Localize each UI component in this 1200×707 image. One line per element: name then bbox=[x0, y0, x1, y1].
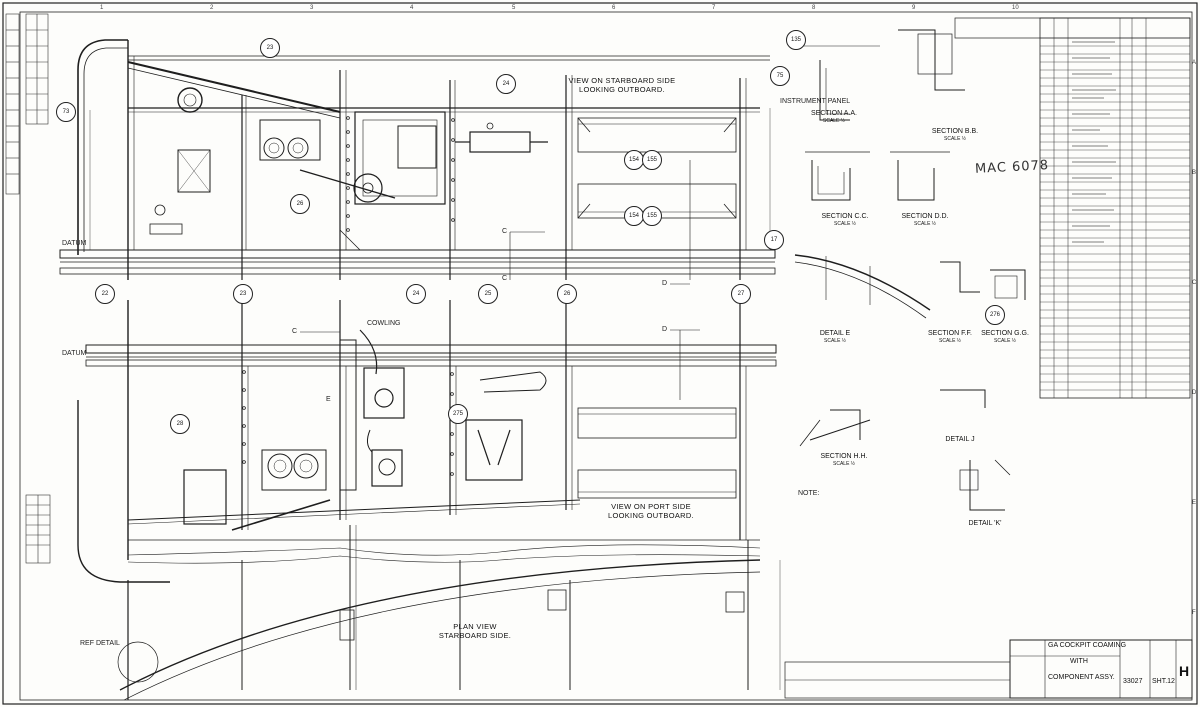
title-block-frame bbox=[784, 639, 1193, 699]
grid-side-b: B bbox=[1192, 170, 1197, 176]
section-aa-scale: SCALE ½ bbox=[823, 118, 845, 124]
section-cut-e: E bbox=[326, 396, 331, 403]
section-dd-title: SECTION D.D. bbox=[901, 213, 949, 220]
grid-side-a: A bbox=[1192, 60, 1197, 66]
item-bubble: 155 bbox=[642, 206, 662, 226]
parts-list-table bbox=[954, 17, 1191, 399]
port-elevation-view bbox=[85, 300, 777, 560]
section-gg-label: SECTION G.G. SCALE ½ bbox=[975, 330, 1035, 344]
grid-side-f: F bbox=[1192, 610, 1196, 616]
detail-e-scale: SCALE ½ bbox=[824, 338, 846, 344]
section-cc-title: SECTION C.C. bbox=[821, 213, 869, 220]
section-cut-c-port: C bbox=[292, 328, 298, 335]
item-bubble: 154 bbox=[624, 150, 644, 170]
frame-bubble-27: 27 bbox=[731, 284, 751, 304]
section-bb-title: SECTION B.B. bbox=[931, 128, 979, 135]
grid-top-6: 6 bbox=[612, 5, 616, 11]
section-ff-scale: SCALE ½ bbox=[939, 338, 961, 344]
title-line-1: GA COCKPIT COAMING bbox=[1048, 642, 1127, 649]
grid-side-d: D bbox=[1192, 390, 1197, 396]
item-bubble: 155 bbox=[642, 150, 662, 170]
item-bubble: 73 bbox=[56, 102, 76, 122]
item-bubble: 276 bbox=[985, 305, 1005, 325]
ref-detail-label: REF DETAIL bbox=[80, 640, 120, 647]
item-bubble: 24 bbox=[496, 74, 516, 94]
left-revision-strip bbox=[5, 13, 51, 564]
notes-label: NOTE: bbox=[798, 490, 820, 497]
detail-e-title: DETAIL E bbox=[819, 330, 851, 337]
frame-bubble-22: 22 bbox=[95, 284, 115, 304]
section-bb-scale: SCALE ½ bbox=[944, 136, 966, 142]
item-bubble: 275 bbox=[448, 404, 468, 424]
section-cut-c-upper: C bbox=[502, 228, 508, 235]
detail-j-title: DETAIL J bbox=[945, 436, 975, 443]
section-hh-scale: SCALE ½ bbox=[833, 461, 855, 467]
section-dd-scale: SCALE ½ bbox=[914, 221, 936, 227]
detail-e-label: DETAIL E SCALE ½ bbox=[810, 330, 860, 344]
grid-top-7: 7 bbox=[712, 5, 716, 11]
grid-top-9: 9 bbox=[912, 5, 916, 11]
grid-top-1: 1 bbox=[100, 5, 104, 11]
item-bubble: 154 bbox=[624, 206, 644, 226]
section-aa-title: SECTION A.A. bbox=[811, 110, 857, 117]
section-gg-scale: SCALE ½ bbox=[994, 338, 1016, 344]
section-details bbox=[794, 29, 1026, 511]
plan-view bbox=[77, 400, 781, 701]
section-hh-title: SECTION H.H. bbox=[820, 453, 868, 460]
item-bubble: 17 bbox=[764, 230, 784, 250]
datum-label-lower: DATUM bbox=[62, 350, 87, 357]
view-title-starboard: VIEW ON STARBOARD SIDE LOOKING OUTBOARD. bbox=[568, 76, 676, 94]
grid-top-3: 3 bbox=[310, 5, 314, 11]
grid-side-e: E bbox=[1192, 500, 1197, 506]
title-line-3: COMPONENT ASSY. bbox=[1048, 674, 1115, 681]
item-bubble: 23 bbox=[260, 38, 280, 58]
section-cut-d-port: D bbox=[662, 326, 668, 333]
grid-top-2: 2 bbox=[210, 5, 214, 11]
section-aa-label: SECTION A.A. SCALE ½ bbox=[804, 110, 864, 124]
detail-k-title: DETAIL 'K' bbox=[968, 520, 1002, 527]
item-bubble: 75 bbox=[770, 66, 790, 86]
section-dd-label: SECTION D.D. SCALE ½ bbox=[895, 213, 955, 227]
starboard-elevation-view bbox=[59, 39, 776, 285]
sheet-number: SHT.12 bbox=[1152, 678, 1175, 685]
grid-top-5: 5 bbox=[512, 5, 516, 11]
grid-top-8: 8 bbox=[812, 5, 816, 11]
frame-bubble-24: 24 bbox=[406, 284, 426, 304]
section-cc-label: SECTION C.C. SCALE ½ bbox=[815, 213, 875, 227]
section-hh-label: SECTION H.H. SCALE ½ bbox=[814, 453, 874, 467]
section-cut-c-lower: C bbox=[502, 275, 508, 282]
datum-label-upper: DATUM bbox=[62, 240, 87, 247]
drawing-number: 33027 bbox=[1123, 678, 1143, 685]
view-title-plan: PLAN VIEW STARBOARD SIDE. bbox=[438, 622, 512, 640]
instrument-panel-label: INSTRUMENT PANEL bbox=[780, 98, 851, 105]
grid-top-10: 10 bbox=[1012, 5, 1019, 11]
cowling-label: COWLING bbox=[367, 320, 401, 327]
item-bubble: 28 bbox=[170, 414, 190, 434]
section-ff-label: SECTION F.F. SCALE ½ bbox=[920, 330, 980, 344]
issue-letter: H bbox=[1179, 663, 1190, 679]
section-cut-d-upper: D bbox=[662, 280, 668, 287]
frame-bubble-26: 26 bbox=[557, 284, 577, 304]
grid-side-c: C bbox=[1192, 280, 1197, 286]
section-cc-scale: SCALE ½ bbox=[834, 221, 856, 227]
view-title-port: VIEW ON PORT SIDE LOOKING OUTBOARD. bbox=[608, 502, 694, 520]
grid-top-4: 4 bbox=[410, 5, 414, 11]
section-gg-title: SECTION G.G. bbox=[981, 330, 1029, 337]
detail-k-label: DETAIL 'K' bbox=[955, 520, 1015, 528]
frame-bubble-25: 25 bbox=[478, 284, 498, 304]
section-ff-title: SECTION F.F. bbox=[928, 330, 972, 337]
title-line-2: WITH bbox=[1070, 658, 1088, 665]
item-bubble: 135 bbox=[786, 30, 806, 50]
item-bubble: 26 bbox=[290, 194, 310, 214]
frame-bubble-23: 23 bbox=[233, 284, 253, 304]
section-bb-label: SECTION B.B. SCALE ½ bbox=[925, 128, 985, 142]
detail-j-label: DETAIL J bbox=[935, 436, 985, 444]
